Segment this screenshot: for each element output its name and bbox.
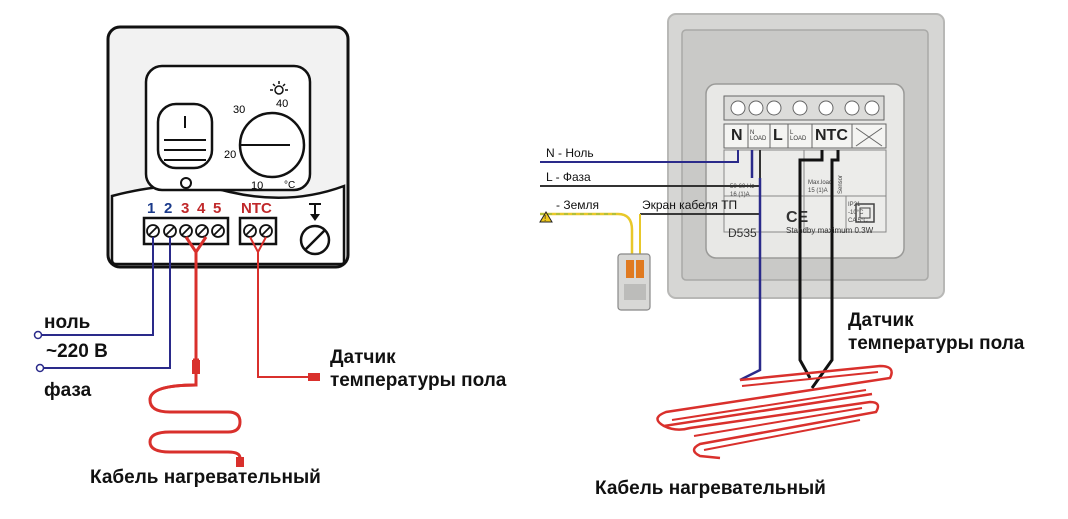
ground-arrow-icon <box>309 203 321 221</box>
label-sensor-right-1: Датчик <box>848 310 914 331</box>
neutral-wire-right <box>540 150 739 163</box>
label-sensor-left-2: температуры пола <box>330 370 507 391</box>
dial-mark-10: 10 <box>251 180 264 192</box>
standby-label: Standby maximum 0.3W <box>786 226 874 235</box>
label-ground-right: - Земля <box>556 198 600 212</box>
svg-text:IP21: IP21 <box>848 202 861 208</box>
label-phase-left: фаза <box>44 380 92 401</box>
terminal-label-ntc: NTC <box>241 200 272 217</box>
sensor-wire-right-a <box>798 150 824 379</box>
warning-icon: ! <box>539 211 553 223</box>
label-sensor-left-1: Датчик <box>330 347 396 368</box>
indicator-led <box>180 177 192 189</box>
terminal-number-1: 1 <box>147 200 156 217</box>
terminal-l-load: L LOAD <box>790 130 807 142</box>
dial-mark-celsius: °C <box>284 180 296 191</box>
heating-cable-right <box>656 364 893 460</box>
dial-mark-40: 40 <box>276 98 289 110</box>
label-cable-right: Кабель нагревательный <box>595 478 826 499</box>
sensor-wire-left <box>249 236 318 378</box>
label-sensor-right-2: температуры пола <box>848 333 1025 354</box>
svg-text:Max.load: Max.load <box>808 180 832 186</box>
svg-text:-10°C: -10°C <box>848 210 864 216</box>
svg-text:CE: CE <box>786 209 809 226</box>
terminal-number-2: 2 <box>164 200 173 217</box>
load-neutral-wire <box>739 150 762 382</box>
terminal-n-load: N LOAD <box>750 130 767 142</box>
svg-text:16 (1)A: 16 (1)A <box>730 192 750 198</box>
sun-icon <box>270 81 288 95</box>
phase-wire <box>42 237 171 369</box>
svg-text:!: ! <box>544 214 546 223</box>
ground-wire <box>540 212 634 258</box>
label-neutral-left: ноль <box>44 312 91 333</box>
svg-text:CA 5°C: CA 5°C <box>848 218 868 224</box>
terminal-n-right: N <box>731 127 743 144</box>
neutral-wire <box>40 237 154 336</box>
terminal-ntc-right: NTC <box>815 127 848 144</box>
svg-text:Sensor: Sensor <box>838 175 844 194</box>
label-cable-left: Кабель нагревательный <box>90 467 321 488</box>
terminal-number-4: 4 <box>197 200 206 217</box>
model-label: D535 <box>728 226 757 240</box>
dial-mark-20: 20 <box>224 149 237 161</box>
power-switch <box>156 102 214 170</box>
heating-cable-left <box>148 236 242 463</box>
label-voltage-left: ~220 В <box>46 341 108 362</box>
terminal-number-5: 5 <box>213 200 222 217</box>
dial-mark-30: 30 <box>233 104 246 116</box>
terminal-number-3: 3 <box>181 200 190 217</box>
label-shield-right: Экран кабеля ТП <box>642 198 738 212</box>
svg-text:15 (1)A: 15 (1)A <box>808 188 828 194</box>
terminal-l-right: L <box>773 127 783 144</box>
sensor-wire-right-b <box>810 150 840 389</box>
label-neutral-right: N - Ноль <box>546 146 594 160</box>
label-phase-right: L - Фаза <box>546 170 591 184</box>
